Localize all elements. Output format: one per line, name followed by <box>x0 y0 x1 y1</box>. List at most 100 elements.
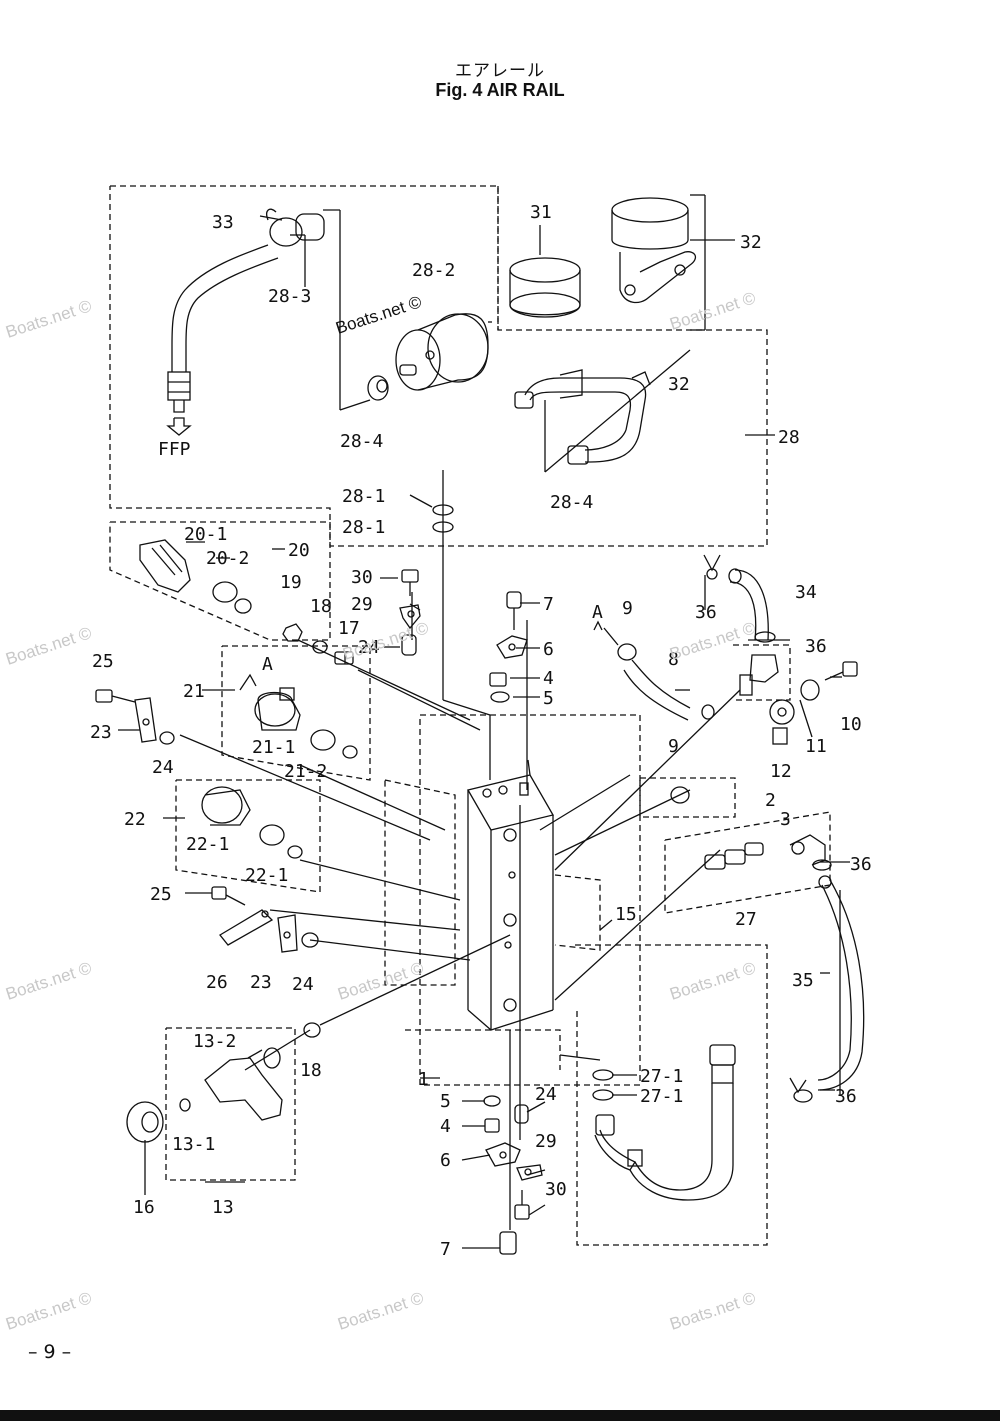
label-28-4-a: 28-4 <box>340 431 383 452</box>
leader-lines <box>118 194 850 1249</box>
label-33: 33 <box>212 212 234 233</box>
injector-20 <box>139 539 252 614</box>
label-6-top: 6 <box>543 639 554 660</box>
watermark-9: Boats.net © <box>3 1288 94 1334</box>
plug-4-top <box>489 672 507 687</box>
watermark-6: Boats.net © <box>3 958 94 1004</box>
label-31: 31 <box>530 202 552 223</box>
washer-24-left <box>159 731 175 745</box>
label-29-bottom: 29 <box>535 1131 557 1152</box>
oring-27-1-b <box>592 1089 614 1101</box>
label-4-top: 4 <box>543 668 554 689</box>
lever-26 <box>219 909 274 946</box>
oring-28-1-a <box>432 504 454 516</box>
bolt-7-bottom <box>499 1231 517 1255</box>
label-20: 20 <box>288 540 310 561</box>
label-21-1: 21-1 <box>252 737 295 758</box>
collar-24-top <box>401 634 417 656</box>
label-28-3: 28-3 <box>268 286 311 307</box>
ffp-arrow-icon <box>166 417 192 436</box>
label-25-bottom: 25 <box>150 884 172 905</box>
label-15: 15 <box>615 904 637 925</box>
label-21: 21 <box>183 681 205 702</box>
label-25-top: 25 <box>92 651 114 672</box>
label-27-1-b: 27-1 <box>640 1086 683 1107</box>
label-6-bottom: 6 <box>440 1150 451 1171</box>
label-28-1-a: 28-1 <box>342 486 385 507</box>
label-18-top: 18 <box>310 596 332 617</box>
label-23-bottom: 23 <box>250 972 272 993</box>
label-36-c: 36 <box>850 854 872 875</box>
bottom-border-bar <box>0 1410 1000 1421</box>
pipe-27 <box>594 1044 736 1201</box>
valve-21 <box>239 673 358 759</box>
elbow-3 <box>789 834 826 866</box>
bolt-30-bottom <box>514 1190 530 1220</box>
hose-34 <box>728 568 769 641</box>
label-32-a: 32 <box>740 232 762 253</box>
watermark-1: Boats.net © <box>3 296 94 342</box>
watermark-11: Boats.net © <box>667 1288 758 1334</box>
bolt-25-bottom <box>211 886 246 906</box>
clip-28-4 <box>367 375 389 401</box>
figure-title-japanese: エアレール <box>455 61 545 81</box>
arrow-a-right-icon <box>593 620 619 646</box>
regulator-22 <box>201 786 303 859</box>
watermark-10: Boats.net © <box>335 1288 426 1334</box>
label-13-2: 13-2 <box>193 1031 236 1052</box>
label-7-top: 7 <box>543 594 554 615</box>
union-17 <box>334 651 354 665</box>
label-12: 12 <box>770 761 792 782</box>
label-22: 22 <box>124 809 146 830</box>
watermark-5: Boats.net © <box>667 618 758 664</box>
label-7-bottom: 7 <box>440 1239 451 1260</box>
bracket-23-top <box>134 697 157 743</box>
bolt-10 <box>824 661 858 681</box>
clamp-36-right <box>812 859 832 871</box>
label-27-1-a: 27-1 <box>640 1066 683 1087</box>
label-17: 17 <box>338 618 360 639</box>
clamp-36-bottom <box>789 1077 813 1103</box>
oring-27-1-a <box>592 1069 614 1081</box>
elbow-joint <box>739 654 779 696</box>
air-rail-1 <box>467 759 554 1031</box>
collar-31 <box>509 257 581 318</box>
label-3: 3 <box>780 809 791 830</box>
oring-5-bottom <box>483 1095 501 1107</box>
washer-24-bottom <box>301 932 319 948</box>
label-28-4-b: 28-4 <box>550 492 593 513</box>
label-8: 8 <box>668 649 679 670</box>
clip-33 <box>259 208 325 247</box>
label-34: 34 <box>795 582 817 603</box>
label-28: 28 <box>778 427 800 448</box>
label-21-2: 21-2 <box>284 761 327 782</box>
label-9-mid: 9 <box>668 736 679 757</box>
label-ffp: FFP <box>158 439 191 460</box>
connector-2 <box>704 842 764 870</box>
label-28-1-b: 28-1 <box>342 517 385 538</box>
clamp-29-top <box>399 604 421 630</box>
clamp-36-mid <box>754 631 776 643</box>
label-32-b: 32 <box>668 374 690 395</box>
bolt-30-top <box>401 569 419 596</box>
label-36-b: 36 <box>805 636 827 657</box>
oring-5-top <box>490 691 510 703</box>
clamp-29-bottom <box>516 1164 543 1181</box>
plate-6-bottom <box>485 1142 521 1167</box>
hose-8 <box>623 659 715 721</box>
plate-6-top <box>496 635 528 659</box>
page-number: – 9 – <box>28 1341 72 1363</box>
figure-title: Fig. 4 AIR RAIL <box>435 80 565 100</box>
bracket-23-bottom <box>277 914 298 953</box>
label-18-bottom: 18 <box>300 1060 322 1081</box>
label-20-1: 20-1 <box>184 524 227 545</box>
label-28-2: 28-2 <box>412 260 455 281</box>
watermark-8: Boats.net © <box>667 958 758 1004</box>
label-a-right: A <box>592 602 603 623</box>
label-11: 11 <box>805 736 827 757</box>
washer-16 <box>126 1101 164 1143</box>
label-30-top: 30 <box>351 567 373 588</box>
cap-9-top <box>617 643 637 661</box>
watermark-3: Boats.net © <box>3 623 94 669</box>
